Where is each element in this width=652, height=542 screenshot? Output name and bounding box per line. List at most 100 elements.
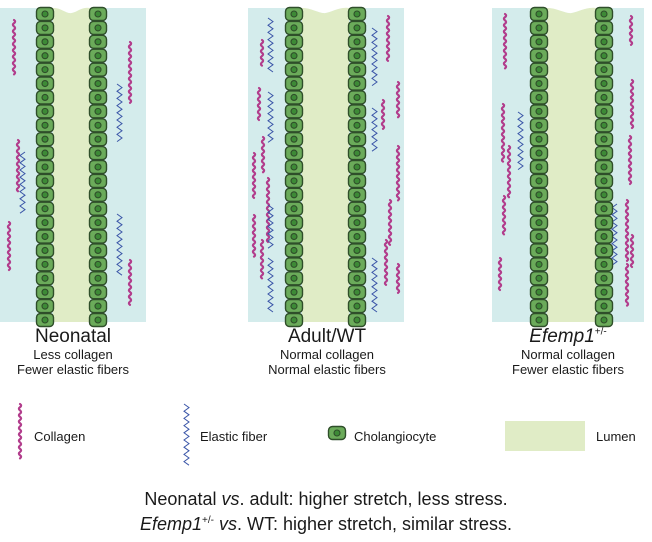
- cell-nucleus: [41, 191, 49, 199]
- collagen-fiber: [17, 402, 23, 460]
- cell-nucleus: [535, 149, 543, 157]
- cell-nucleus: [94, 66, 102, 74]
- cell-nucleus: [600, 274, 608, 282]
- panel-collagen-text: Less collagen: [33, 346, 113, 362]
- collagen-fiber: [15, 138, 21, 193]
- cell-nucleus: [353, 135, 361, 143]
- panel-elastic-text: Normal elastic fibers: [268, 361, 386, 377]
- lumen: [53, 7, 90, 323]
- legend-lumen-swatch: [505, 421, 585, 451]
- cell-nucleus: [353, 38, 361, 46]
- cell-nucleus: [535, 246, 543, 255]
- cell-nucleus: [600, 316, 608, 324]
- collagen-fiber: [627, 134, 633, 186]
- cell-nucleus: [41, 52, 49, 60]
- lumen: [547, 7, 596, 323]
- elastic-fiber: [371, 27, 378, 87]
- cell-nucleus: [290, 246, 298, 255]
- cell-nucleus: [94, 288, 102, 296]
- collagen-fiber: [628, 14, 634, 46]
- cell-nucleus: [535, 79, 543, 88]
- panel-elastic-text: Fewer elastic fibers: [512, 361, 624, 377]
- elastic-fiber: [116, 213, 123, 276]
- cell-nucleus: [600, 177, 608, 185]
- collagen-fiber: [251, 151, 257, 199]
- cell-nucleus: [94, 135, 102, 143]
- cell-nucleus: [353, 121, 361, 129]
- cell-nucleus: [600, 246, 608, 255]
- cell-nucleus: [290, 93, 298, 102]
- cell-nucleus: [94, 121, 102, 129]
- collagen-fiber: [256, 86, 262, 122]
- cell-nucleus: [94, 316, 102, 324]
- cell-nucleus: [353, 93, 361, 102]
- cell-nucleus: [353, 177, 361, 185]
- collagen-fiber: [624, 262, 630, 307]
- panel-collagen-text: Normal collagen: [280, 346, 374, 362]
- cell-nucleus: [535, 177, 543, 185]
- cell-nucleus: [353, 205, 361, 213]
- cell-nucleus: [353, 260, 361, 268]
- collagen-fiber: [497, 256, 503, 292]
- cell-nucleus: [535, 52, 543, 60]
- collagen-fiber: [265, 176, 271, 244]
- cell-nucleus: [94, 79, 102, 88]
- elastic-fiber: [267, 17, 274, 73]
- cell-nucleus: [535, 274, 543, 282]
- cell-nucleus: [290, 121, 298, 129]
- cell-nucleus: [94, 232, 102, 241]
- collagen-fiber: [380, 98, 386, 130]
- cell-nucleus: [290, 205, 298, 213]
- cell-nucleus: [535, 260, 543, 268]
- cell-nucleus: [353, 66, 361, 74]
- panel-title-superscript: +/-: [594, 326, 607, 338]
- duct-panel: [0, 0, 146, 328]
- cell-nucleus: [600, 66, 608, 74]
- collagen-fiber: [383, 238, 389, 286]
- cell-nucleus: [290, 232, 298, 241]
- duct-panel: [492, 0, 644, 328]
- collagen-fiber: [395, 80, 401, 119]
- collagen-fiber: [395, 262, 401, 294]
- lumen: [302, 7, 349, 323]
- cell-nucleus: [353, 191, 361, 199]
- cell-nucleus: [353, 288, 361, 296]
- cell-nucleus: [41, 219, 49, 227]
- cell-nucleus: [600, 38, 608, 46]
- panel-title: Adult/WT: [287, 326, 367, 347]
- elastic-fiber: [611, 203, 618, 266]
- cell-nucleus: [290, 38, 298, 46]
- cell-nucleus: [600, 24, 608, 32]
- footer-gene: Efemp1: [139, 514, 202, 534]
- cell-nucleus: [535, 135, 543, 143]
- collagen-fiber: [501, 194, 507, 236]
- legend-cholangiocyte-label: Cholangiocyte: [354, 429, 437, 444]
- cell-nucleus: [353, 24, 361, 32]
- cell-nucleus: [290, 79, 298, 88]
- cell-nucleus: [41, 10, 49, 18]
- cell-nucleus: [290, 191, 298, 199]
- collagen-fiber: [629, 78, 635, 130]
- cell-nucleus: [535, 38, 543, 46]
- cell-nucleus: [600, 163, 608, 171]
- footer-line-2: Efemp1+/- vs. WT: higher stretch, simila…: [0, 514, 652, 535]
- cell-nucleus: [41, 38, 49, 46]
- cell-nucleus: [94, 149, 102, 157]
- cell-nucleus: [94, 24, 102, 32]
- elastic-fiber: [371, 107, 378, 152]
- cell-nucleus: [290, 10, 298, 18]
- footer-text: . adult: higher stretch, less stress.: [239, 489, 508, 509]
- collagen-fiber: [506, 144, 512, 199]
- cell-nucleus: [41, 149, 49, 157]
- cell-nucleus: [41, 66, 49, 74]
- footer-vs: vs: [213, 514, 237, 534]
- panel-title: Efemp1: [529, 326, 595, 347]
- cell-nucleus: [41, 93, 49, 102]
- cell-nucleus: [600, 93, 608, 102]
- cell-nucleus: [290, 316, 298, 324]
- collagen-fiber: [11, 18, 17, 76]
- elastic-fiber: [19, 151, 26, 214]
- collagen-fiber: [260, 135, 266, 174]
- cell-nucleus: [535, 219, 543, 227]
